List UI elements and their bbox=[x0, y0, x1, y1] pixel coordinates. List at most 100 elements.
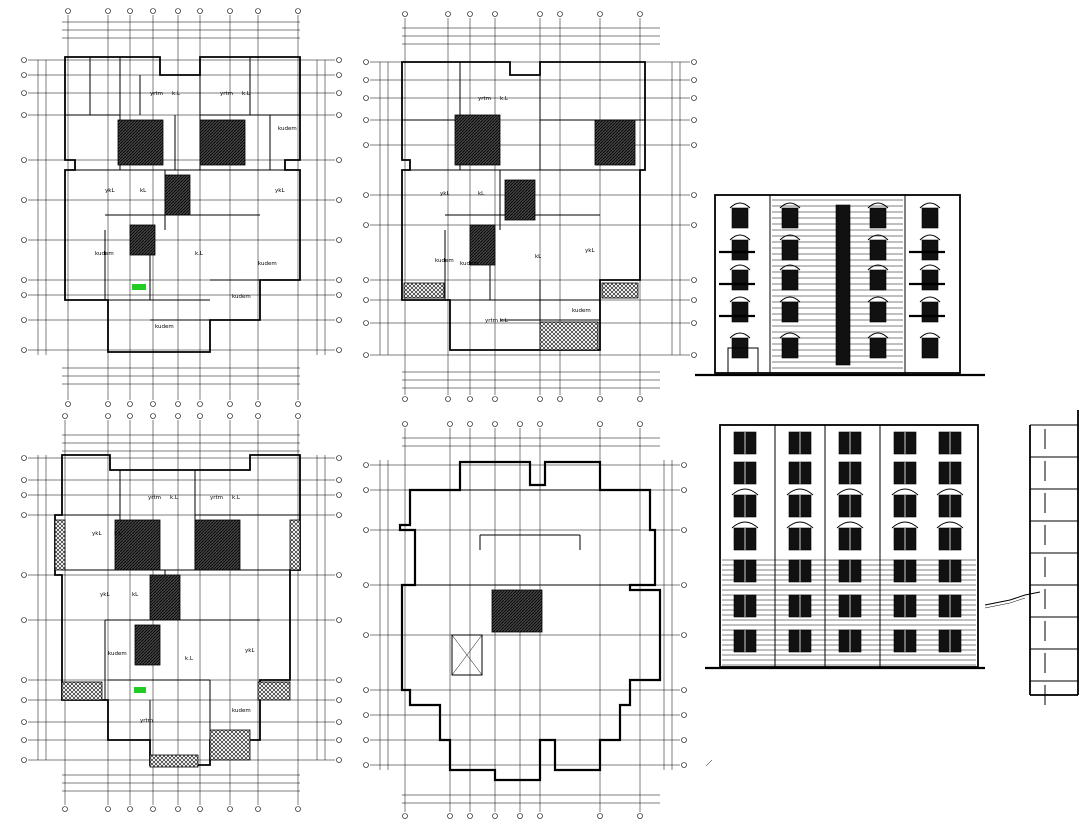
grid-bubble bbox=[597, 813, 603, 819]
grid-bubble bbox=[597, 396, 603, 402]
window bbox=[921, 239, 939, 261]
grid-bubble bbox=[197, 413, 203, 419]
grid-bubble bbox=[105, 806, 111, 812]
grid-bubble bbox=[492, 396, 498, 402]
room-label: kL bbox=[140, 188, 147, 194]
grid-bubble bbox=[447, 813, 453, 819]
grid-bubble bbox=[336, 737, 342, 743]
grid-bubble bbox=[557, 11, 563, 17]
floor-plan-top-left: yrtm k.L yrtm k.L kudem ykL kL ykL kudem… bbox=[21, 8, 342, 407]
grid-bubble bbox=[336, 677, 342, 683]
grid-bubble bbox=[21, 57, 27, 63]
grid-bubble bbox=[363, 487, 369, 493]
grid-bubble bbox=[691, 297, 697, 303]
grid-bubble bbox=[691, 222, 697, 228]
elevator-core bbox=[149, 574, 181, 621]
grid-bubble bbox=[681, 582, 687, 588]
room-label: kudem bbox=[258, 261, 277, 267]
service-core bbox=[134, 624, 161, 666]
grid-bubble bbox=[517, 421, 523, 427]
room-label: kudem bbox=[108, 651, 127, 657]
grid-bubble bbox=[336, 492, 342, 498]
grid-bubble bbox=[557, 396, 563, 402]
window bbox=[869, 207, 887, 229]
window bbox=[921, 269, 939, 291]
window bbox=[869, 239, 887, 261]
grid-bubble bbox=[127, 8, 133, 14]
window bbox=[921, 301, 939, 323]
room-label: ykL bbox=[440, 191, 450, 197]
grid-bubble bbox=[295, 806, 301, 812]
room-label: k.L bbox=[114, 531, 123, 537]
grid-bubble bbox=[175, 806, 181, 812]
grid-bubble bbox=[21, 347, 27, 353]
room-label: ykL bbox=[100, 592, 110, 598]
grid-bubble bbox=[255, 401, 261, 407]
elevation-side bbox=[705, 424, 985, 670]
grid-bubble bbox=[597, 421, 603, 427]
room-label: kudem bbox=[232, 294, 251, 300]
grid-bubble bbox=[681, 737, 687, 743]
elevation-front bbox=[695, 194, 985, 377]
structural-grid bbox=[363, 421, 687, 819]
grid-bubble bbox=[21, 237, 27, 243]
hatched-area bbox=[403, 282, 445, 299]
grid-bubble bbox=[65, 401, 71, 407]
structural-grid bbox=[21, 413, 342, 812]
grid-bubble bbox=[637, 813, 643, 819]
room-label: kL bbox=[132, 592, 139, 598]
section-cut bbox=[705, 410, 1079, 767]
window bbox=[921, 337, 939, 359]
floor-plan-bottom-mid bbox=[363, 421, 687, 819]
grid-bubble bbox=[336, 157, 342, 163]
grid-bubble bbox=[402, 421, 408, 427]
grid-bubble bbox=[402, 11, 408, 17]
grid-bubble bbox=[197, 806, 203, 812]
grid-bubble bbox=[691, 59, 697, 65]
grid-bubble bbox=[537, 813, 543, 819]
grid-bubble bbox=[681, 462, 687, 468]
room-label: k.L bbox=[242, 91, 251, 97]
grid-bubble bbox=[597, 11, 603, 17]
window bbox=[731, 269, 749, 291]
grid-bubble bbox=[363, 462, 369, 468]
grid-bubble bbox=[175, 8, 181, 14]
grid-bubble bbox=[105, 413, 111, 419]
grid-bubble bbox=[363, 142, 369, 148]
grid-bubble bbox=[175, 401, 181, 407]
room-label: yrtm bbox=[148, 495, 161, 501]
room-label: kudem bbox=[155, 324, 174, 330]
grid-bubble bbox=[681, 712, 687, 718]
grid-bubble bbox=[336, 197, 342, 203]
grid-bubble bbox=[691, 142, 697, 148]
room-label: kudem bbox=[232, 708, 251, 714]
grid-bubble bbox=[537, 396, 543, 402]
window bbox=[781, 337, 799, 359]
grid-bubble bbox=[21, 697, 27, 703]
grid-bubble bbox=[336, 477, 342, 483]
grid-bubble bbox=[492, 11, 498, 17]
grid-bubble bbox=[691, 277, 697, 283]
service-core bbox=[469, 224, 496, 266]
grid-bubble bbox=[21, 757, 27, 763]
room-label: ykL bbox=[105, 188, 115, 194]
grid-bubble bbox=[363, 192, 369, 198]
room-label-layer: yrtm k.L yrtm k.L ykL k.L ykL kL kudem y… bbox=[92, 495, 255, 724]
grid-bubble bbox=[127, 413, 133, 419]
grid-bubble bbox=[537, 421, 543, 427]
grid-bubble bbox=[467, 396, 473, 402]
grid-bubble bbox=[336, 292, 342, 298]
grid-bubble bbox=[447, 421, 453, 427]
grid-bubble bbox=[517, 813, 523, 819]
grid-bubble bbox=[363, 95, 369, 101]
grid-bubble bbox=[336, 512, 342, 518]
grid-bubble bbox=[21, 677, 27, 683]
grid-bubble bbox=[21, 90, 27, 96]
grid-bubble bbox=[691, 320, 697, 326]
grid-bubble bbox=[681, 762, 687, 768]
grid-bubble bbox=[467, 421, 473, 427]
grid-bubble bbox=[637, 11, 643, 17]
grid-bubble bbox=[537, 11, 543, 17]
window bbox=[869, 301, 887, 323]
